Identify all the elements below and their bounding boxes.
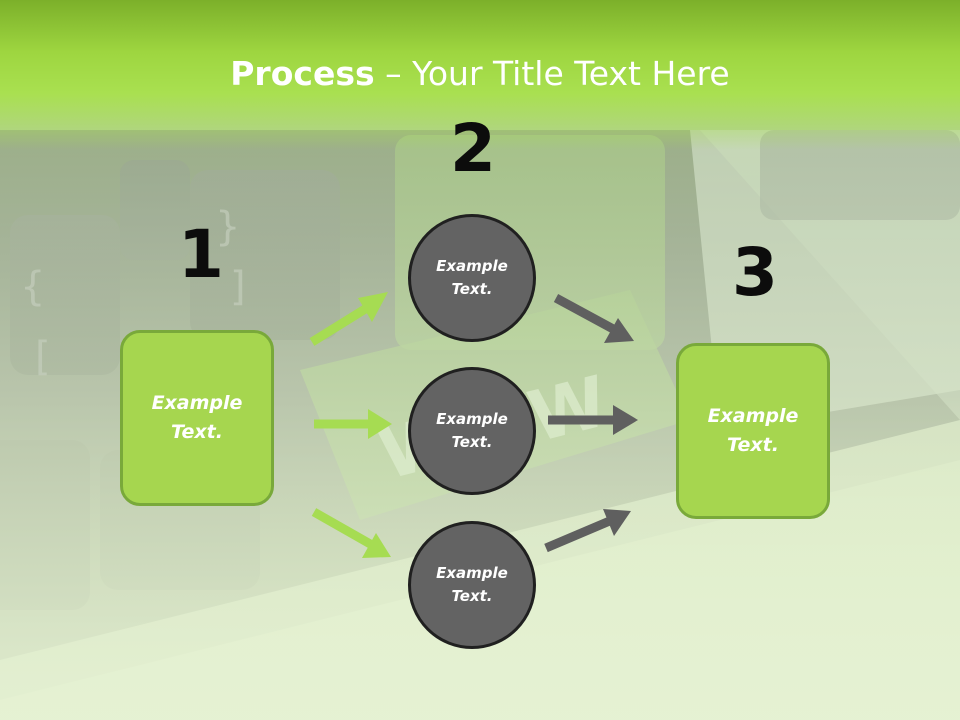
green-arrow-down [311,508,391,558]
step-1-box: Example Text. [120,330,274,506]
circle-bottom-text: Example Text. [436,564,508,605]
green-arrow-up [309,292,388,346]
step-number-1: 1 [178,216,224,293]
title-rest: – Your Title Text Here [374,54,730,93]
step-3-text: Example Text. [707,405,799,456]
svg-text:[: [ [35,334,51,380]
title-bar [0,0,960,150]
slide-title: Process – Your Title Text Here [0,54,960,94]
svg-text:]: ] [230,264,246,310]
step-number-3: 3 [732,234,778,311]
gray-arrow-up [544,509,631,553]
svg-text:{: { [20,264,45,310]
gray-arrow-down [553,294,634,343]
step-3-box: Example Text. [676,343,830,519]
circle-top: Example Text. [408,214,536,342]
step-number-2: 2 [450,110,496,187]
svg-text:}: } [215,204,240,250]
circle-middle: Example Text. [408,367,536,495]
circle-middle-text: Example Text. [436,410,508,451]
gray-arrow-right [548,405,638,435]
green-arrow-right [314,409,392,439]
circle-top-text: Example Text. [436,257,508,298]
circle-bottom: Example Text. [408,521,536,649]
step-1-text: Example Text. [151,392,243,443]
title-bold: Process [230,54,375,93]
